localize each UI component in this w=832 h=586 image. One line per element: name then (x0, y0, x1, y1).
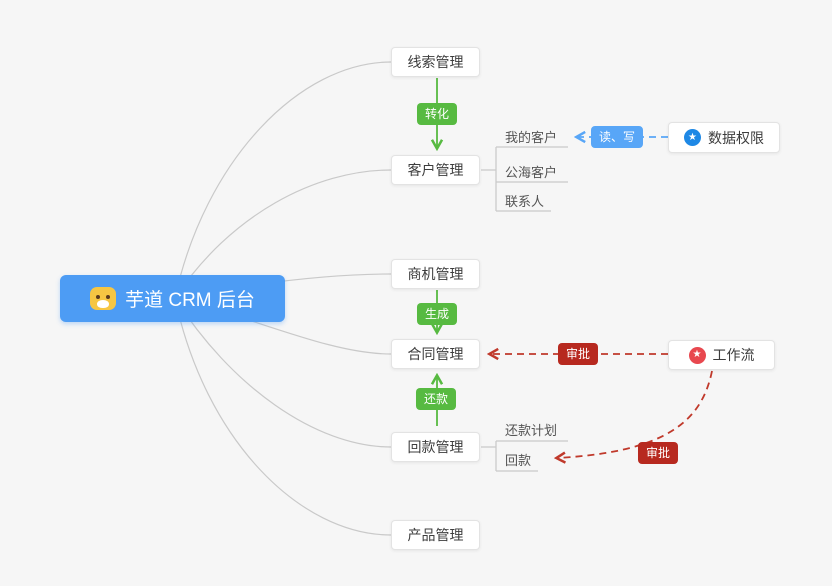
edge-root-customers (174, 169, 392, 299)
star-circle-red-icon: ★ (688, 346, 706, 364)
node-workflow-label: 工作流 (712, 347, 755, 363)
edge-root-products (174, 297, 392, 536)
node-leads-label: 线索管理 (407, 54, 464, 70)
edge-root-receivables (174, 297, 392, 448)
root-label: 芋道 CRM 后台 (125, 290, 255, 311)
child-repayment-plan[interactable]: 还款计划 (505, 423, 558, 438)
node-customers[interactable]: 客户管理 (391, 155, 480, 185)
node-products[interactable]: 产品管理 (391, 520, 480, 550)
child-receivable[interactable]: 回款 (505, 453, 532, 468)
node-receivables[interactable]: 回款管理 (391, 432, 480, 462)
child-my-customers[interactable]: 我的客户 (505, 130, 558, 145)
badge-repay: 还款 (415, 388, 457, 410)
node-products-label: 产品管理 (407, 527, 464, 543)
node-receivables-label: 回款管理 (407, 439, 464, 455)
child-contacts[interactable]: 联系人 (505, 194, 545, 209)
badge-generate: 生成 (416, 303, 458, 325)
badge-approve-receivable: 审批 (637, 442, 679, 464)
node-leads[interactable]: 线索管理 (391, 47, 480, 77)
badge-approve-contract: 审批 (557, 343, 599, 365)
shiba-dog-logo-icon (90, 287, 117, 310)
node-opportunities[interactable]: 商机管理 (391, 259, 480, 289)
node-contracts-label: 合同管理 (407, 346, 464, 362)
badge-read-write: 读、写 (590, 126, 644, 148)
node-customers-label: 客户管理 (407, 162, 464, 178)
arrow-approve-receivable (557, 370, 713, 458)
star-circle-blue-icon: ★ (684, 129, 701, 146)
child-public-customers[interactable]: 公海客户 (505, 165, 558, 180)
node-contracts[interactable]: 合同管理 (391, 339, 480, 369)
node-data-permission[interactable]: ★ 数据权限 (668, 122, 780, 153)
node-data-permission-label: 数据权限 (708, 129, 764, 146)
node-opportunities-label: 商机管理 (407, 266, 464, 282)
node-workflow[interactable]: ★ 工作流 (668, 340, 775, 370)
edge-root-leads (174, 61, 392, 299)
root-node-crm-backend[interactable]: 芋道 CRM 后台 (60, 275, 285, 322)
badge-convert: 转化 (416, 103, 458, 125)
